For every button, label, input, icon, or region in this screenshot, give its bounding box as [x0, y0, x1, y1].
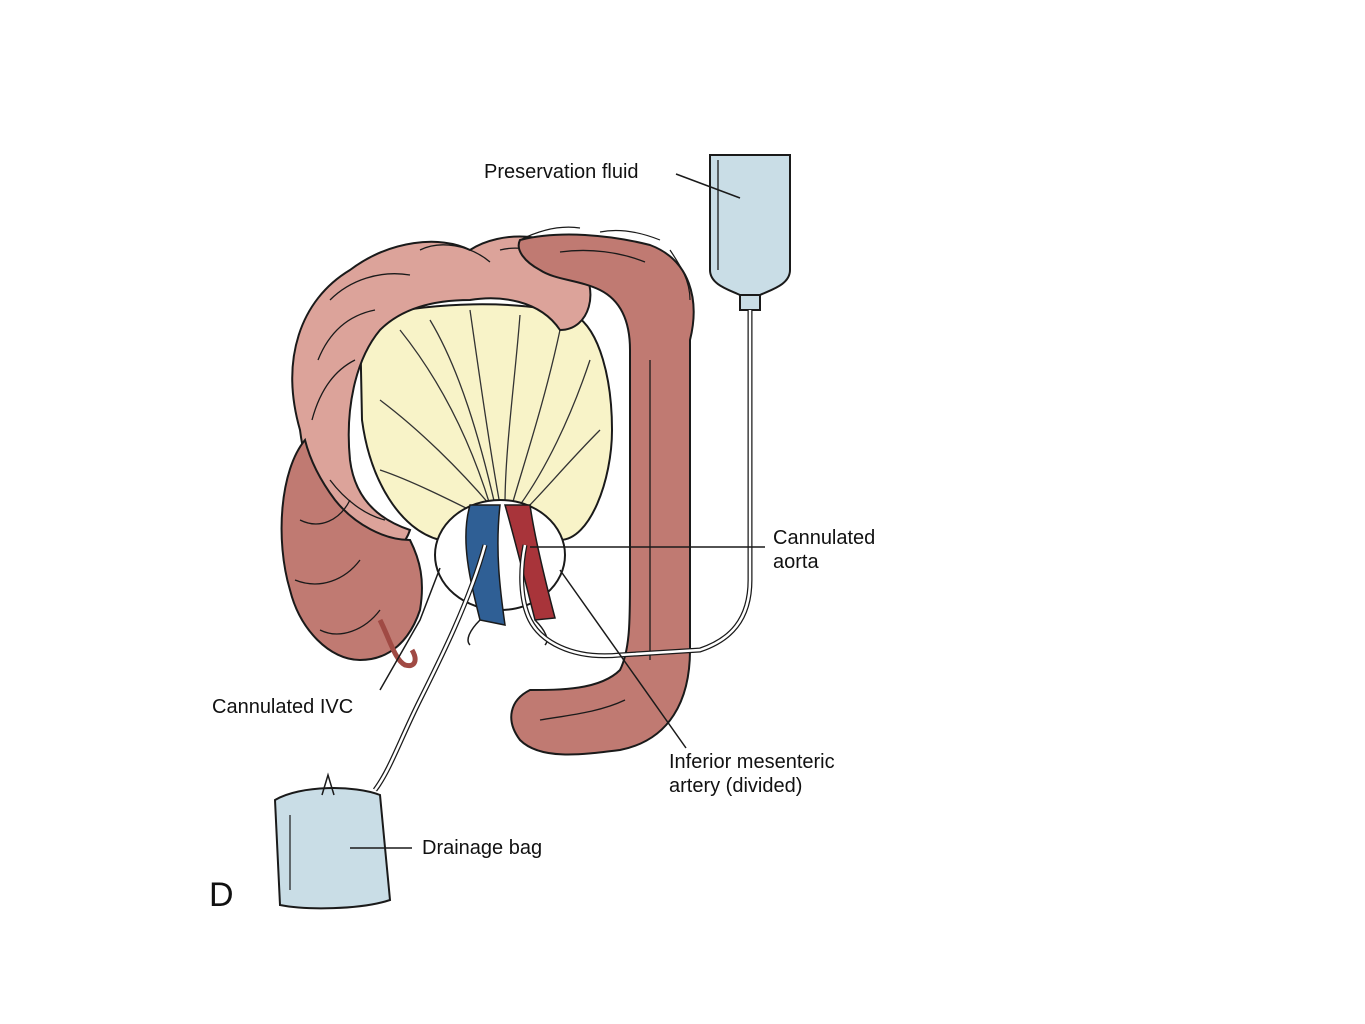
- vessel-root: [434, 499, 566, 646]
- aorta-vessel: [504, 504, 556, 621]
- label-cannulated-aorta: Cannulated aorta: [773, 527, 876, 573]
- label-inferior-mesenteric-artery: Inferior mesenteric artery (divided): [669, 751, 835, 797]
- leader-inferior-mesenteric-artery: [559, 569, 687, 749]
- label-preservation-fluid: Preservation fluid: [484, 161, 639, 183]
- appendix: [377, 618, 418, 669]
- panel-letter: D: [209, 876, 234, 914]
- mesentery-folds: [379, 309, 601, 516]
- omental-fringe: [519, 226, 691, 301]
- leader-cannulated-ivc: [379, 567, 441, 691]
- right-colon: [280, 437, 423, 669]
- drainage-bag: [273, 772, 392, 910]
- ivc-vessel: [465, 504, 506, 626]
- iliac-vessels: [467, 619, 548, 646]
- label-cannulated-ivc: Cannulated IVC: [212, 696, 354, 718]
- leader-preservation-fluid: [675, 173, 741, 199]
- leader-lines: [350, 173, 765, 849]
- left-colon: [510, 226, 695, 756]
- preservation-fluid-bottle: [709, 154, 791, 311]
- label-drainage-bag: Drainage bag: [422, 837, 543, 859]
